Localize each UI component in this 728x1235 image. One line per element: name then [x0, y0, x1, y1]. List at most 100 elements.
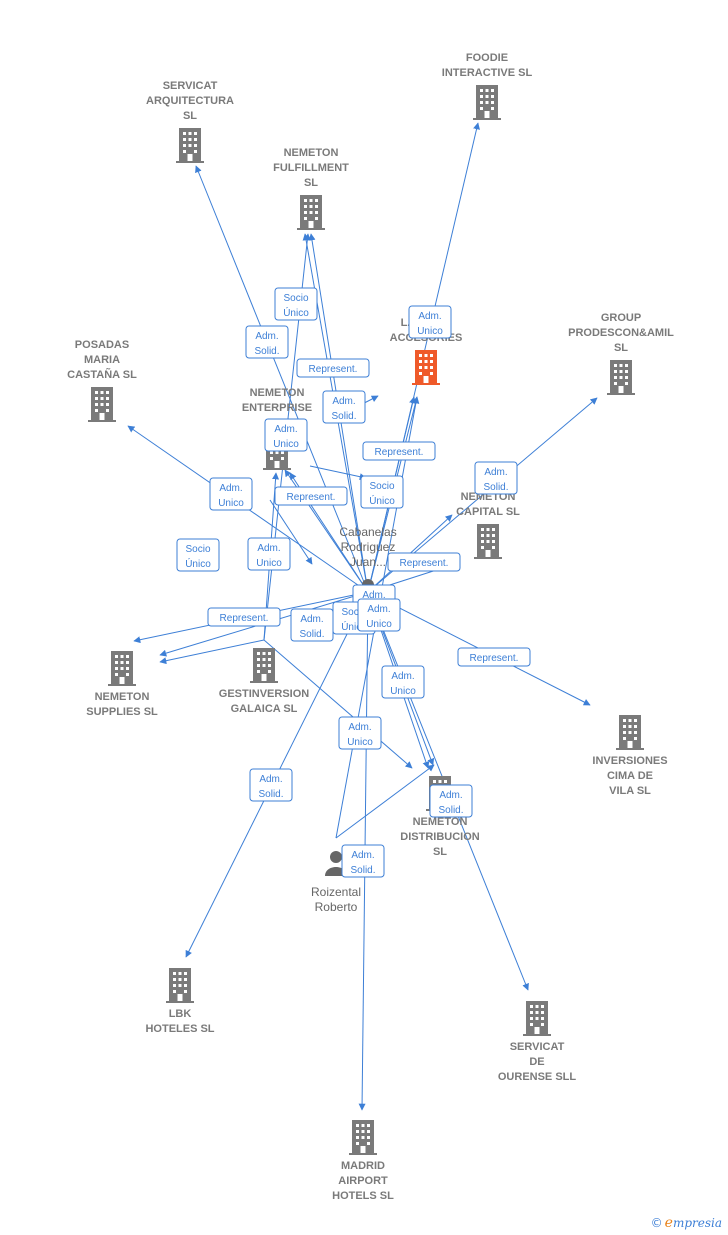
- building-icon: [88, 387, 116, 422]
- edge-label-text: Socio: [341, 607, 366, 618]
- brand-initial: e: [664, 1215, 673, 1231]
- building-icon: [166, 968, 194, 1003]
- edge-label-box: [245, 325, 289, 359]
- edge-label[interactable]: Adm.Unico: [357, 598, 401, 632]
- node-label-line: OURENSE SLL: [498, 1071, 577, 1083]
- edge-label-box: [362, 441, 436, 461]
- node-label-line: GALAICA SL: [231, 703, 298, 715]
- edge-label-text: Solid.: [331, 411, 356, 422]
- edge-label-box: [176, 538, 220, 572]
- edge-label[interactable]: Adm.Solid.: [341, 844, 385, 878]
- node-label-line: NEMETON: [284, 147, 339, 159]
- node-label-line: INTERACTIVE SL: [442, 67, 533, 79]
- node-label-line: CAPITAL SL: [456, 506, 520, 518]
- edge-label[interactable]: Adm. Unico: [338, 716, 382, 750]
- edge-label-text: Unico: [390, 686, 416, 697]
- edge-label[interactable]: Represent.: [207, 607, 281, 627]
- edge-label[interactable]: Adm.Solid.: [290, 608, 334, 642]
- edge-label-text: Represent.: [400, 558, 449, 569]
- edge-label[interactable]: Adm.Unico: [209, 477, 253, 511]
- node-label-line: GROUP: [601, 312, 641, 324]
- brand-name: mpresia: [672, 1216, 722, 1230]
- edge-label-box: [207, 607, 281, 627]
- edge-label[interactable]: Represent.: [274, 486, 348, 506]
- edge-line: [309, 465, 367, 481]
- edge-label-text: Unico: [347, 737, 373, 748]
- node-cabanelas[interactable]: CabanelasRodriguezJuan...: [339, 525, 397, 604]
- edge-label-box: [296, 358, 370, 378]
- node-label-line: CIMA DE: [607, 770, 653, 782]
- edge-line: [195, 165, 369, 593]
- node-label-line: PRODESCON&AMIL: [568, 327, 674, 339]
- edge-label[interactable]: Represent.: [387, 552, 461, 572]
- edge-label-text: Unico: [417, 326, 443, 337]
- edge-label-box: [247, 537, 291, 571]
- building-icon: [412, 350, 440, 385]
- edge-line: [269, 499, 313, 565]
- edge-label-box: [274, 486, 348, 506]
- building-icon: [250, 648, 278, 683]
- node-label-line: CASTAÑA SL: [67, 368, 137, 381]
- edge-label-box: [387, 552, 461, 572]
- building-icon: [108, 651, 136, 686]
- edge-label[interactable]: Represent.: [362, 441, 436, 461]
- edge-label[interactable]: Adm.Unico: [381, 665, 425, 699]
- edge-label[interactable]: Adm.Solid.: [249, 768, 293, 802]
- edge-label-text: Solid.: [438, 805, 463, 816]
- edge-label-text: Adm.: [348, 722, 371, 733]
- node-label-line: VILA SL: [609, 785, 651, 797]
- edge-line: [335, 764, 435, 839]
- brand-logo: ©empresia: [651, 1215, 722, 1231]
- building-icon: [473, 85, 501, 120]
- edge-label-box: [322, 390, 366, 424]
- edge-label[interactable]: Adm.Unico: [264, 418, 308, 452]
- edge-label-text: Adm.: [219, 483, 242, 494]
- edge-label-text: Unico: [366, 619, 392, 630]
- edge-line: [159, 639, 265, 665]
- edge-label[interactable]: Adm.Solid.: [245, 325, 289, 359]
- edge-label-text: Adm.: [274, 424, 297, 435]
- edge-label[interactable]: Adm.Solid.: [429, 784, 473, 818]
- edge-label[interactable]: Represent.: [457, 647, 531, 667]
- edge-label[interactable]: Adm.Solid.: [322, 390, 366, 424]
- node-label-line: POSADAS: [75, 339, 129, 351]
- edge-label-text: Único: [185, 557, 211, 570]
- edge-label[interactable]: Adm.Solid.: [474, 461, 518, 495]
- node-label-line: Rodriguez: [341, 540, 396, 554]
- edge-label-box: [274, 287, 318, 321]
- edge-label-box: [209, 477, 253, 511]
- edge-label[interactable]: Adm.Unico: [408, 305, 452, 339]
- edge-label-text: Único: [369, 494, 395, 507]
- edge-label[interactable]: Represent.: [296, 358, 370, 378]
- edge-label-text: Represent.: [375, 447, 424, 458]
- building-icon: [474, 524, 502, 559]
- edge-label[interactable]: Adm.Unico: [247, 537, 291, 571]
- node-label-line: NEMETON: [250, 387, 305, 399]
- node-label-line: LBK: [169, 1008, 192, 1020]
- node-label-line: FULFILLMENT: [273, 162, 349, 174]
- building-icon: [349, 1120, 377, 1155]
- edge-label-text: Adm.: [259, 774, 282, 785]
- edge-label-text: Socio: [185, 544, 210, 555]
- edge-label-box: [249, 768, 293, 802]
- edge-label-text: Socio: [283, 293, 308, 304]
- edge-label-text: Solid.: [483, 482, 508, 493]
- node-label-line: MADRID: [341, 1160, 385, 1172]
